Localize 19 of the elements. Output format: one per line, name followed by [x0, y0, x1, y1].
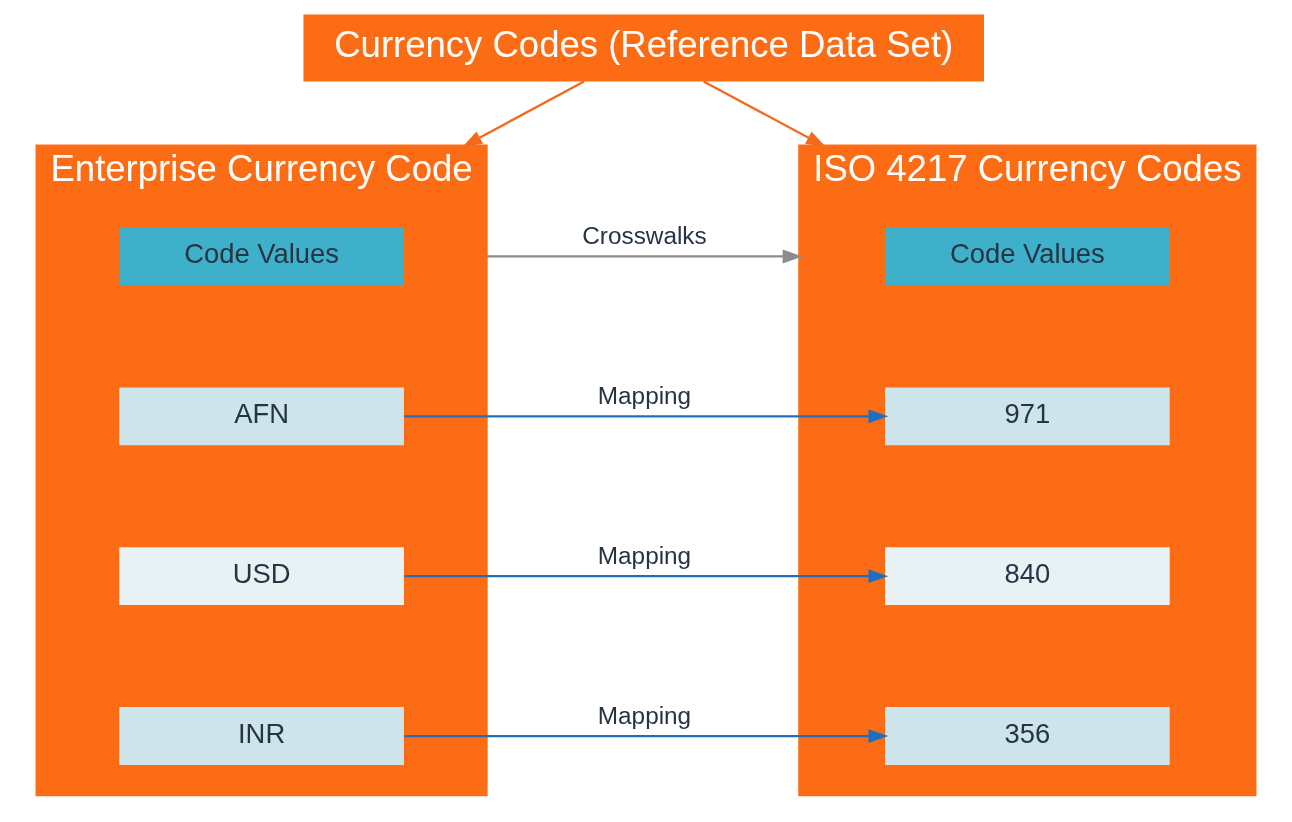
node-box: USD [119, 547, 404, 606]
edge-label: Mapping [597, 701, 692, 729]
node-box: Code Values [119, 227, 404, 286]
node-box: 840 [885, 547, 1170, 606]
edge-label: Crosswalks [582, 221, 707, 249]
node-box: Code Values [885, 227, 1170, 286]
arrow [462, 80, 585, 147]
edge-label: Mapping [597, 541, 692, 569]
arrow [404, 409, 889, 424]
node-box: INR [119, 707, 404, 765]
node-box: AFN [119, 387, 404, 446]
arrow [703, 80, 826, 147]
node-box: Currency Codes (Reference Data Set) [303, 14, 984, 82]
node-box: 971 [885, 387, 1170, 446]
arrow [404, 729, 889, 743]
node-box: 356 [885, 707, 1170, 765]
edge-label: Mapping [597, 381, 692, 409]
arrow [404, 569, 889, 584]
arrow [486, 249, 803, 264]
